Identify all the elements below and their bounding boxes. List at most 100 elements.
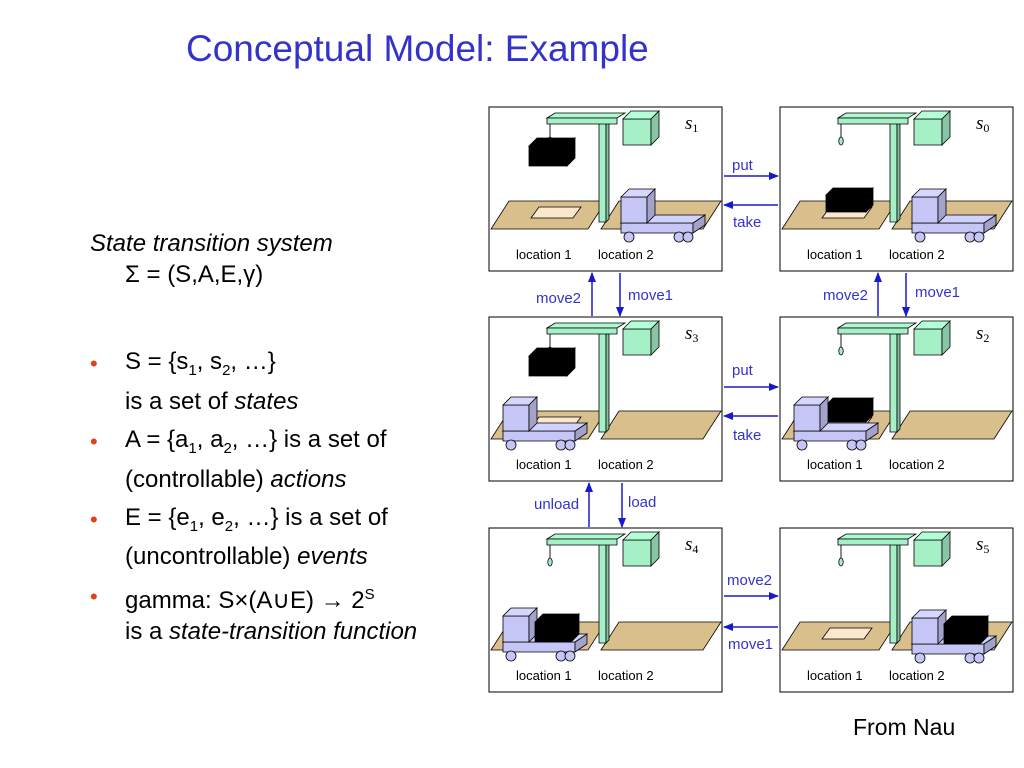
arrow-label: put: [732, 362, 754, 379]
wheel: [623, 231, 635, 243]
truck: [910, 609, 998, 664]
wheel: [555, 439, 567, 451]
truck-cab: [911, 188, 947, 224]
bullet-text: , …} is a set of: [233, 503, 388, 531]
box-side: [941, 531, 951, 567]
crane-jib: [546, 327, 618, 335]
crane-counterweight: [913, 320, 951, 356]
box-front: [793, 404, 821, 432]
crane-mast: [598, 543, 607, 644]
arrow-s4-s5-move2: move2: [724, 572, 779, 600]
truck-cab: [793, 396, 829, 432]
arrow-s2-s0-move2: move2: [823, 272, 882, 316]
crane: [836, 531, 951, 644]
crane-counterweight: [622, 320, 660, 356]
box-front: [913, 539, 943, 567]
system-definition: Σ = (S,A,E,γ): [125, 261, 264, 288]
box-front: [913, 118, 943, 146]
wheel: [564, 439, 576, 451]
arrow-label: move1: [915, 284, 960, 301]
container: [943, 615, 989, 645]
box-top: [825, 397, 874, 406]
arrow-s1-s3-move1: move1: [616, 273, 673, 317]
bullet-gamma: • gamma: S×(A∪E) → 2S is a state-transit…: [90, 579, 510, 647]
wheel: [855, 439, 867, 451]
location-2-label: location 2: [889, 247, 945, 262]
crane-hook: [547, 557, 553, 567]
arrow-label: take: [733, 427, 761, 444]
state-subscript: 5: [983, 542, 989, 556]
arrow-label: move2: [727, 572, 772, 589]
box-front: [825, 404, 867, 423]
box-side: [566, 137, 576, 167]
crane-counterweight: [622, 531, 660, 567]
pallet: [530, 206, 582, 219]
crane-mast-side: [605, 119, 610, 223]
slide-title: Conceptual Model: Example: [186, 28, 649, 69]
subscript: 1: [188, 439, 197, 457]
wheel: [564, 650, 576, 662]
arrow-label: take: [733, 214, 761, 231]
bullet-emphasis: state-transition function: [169, 618, 418, 646]
bullet-text: , e: [198, 503, 225, 531]
box-front: [528, 145, 568, 167]
arrow-s4-s3-unload: unload: [534, 482, 593, 527]
arrow-label: move1: [728, 636, 773, 653]
crane-jib-top: [545, 112, 627, 119]
crane: [545, 531, 660, 644]
bullet-text: A = {a: [125, 425, 189, 453]
location-1-label: location 1: [807, 457, 863, 472]
crane-jib-top: [545, 322, 627, 329]
ground-loc2: [600, 621, 722, 651]
crane-jib: [837, 327, 909, 335]
pallet: [821, 627, 873, 640]
superscript: S: [364, 586, 375, 604]
bullet-dot-icon: •: [90, 584, 98, 610]
container: [534, 613, 580, 643]
crane: [836, 110, 951, 223]
arrow-label: move2: [536, 290, 581, 307]
arrow-s3-s1-move2: move2: [536, 272, 596, 316]
subscript: 2: [223, 439, 232, 457]
wheel: [505, 439, 517, 451]
box-side: [865, 187, 874, 213]
state-subscript: 0: [983, 121, 989, 135]
location-2-label: location 2: [598, 668, 654, 683]
crane-mast-side: [896, 540, 901, 644]
bullet-text: (uncontrollable): [125, 543, 298, 571]
location-1-label: location 1: [807, 668, 863, 683]
location-2-label: location 2: [598, 457, 654, 472]
crane-mast: [598, 332, 607, 433]
bullet-text: gamma: S×(A∪E) → 2: [125, 587, 365, 615]
box-front: [622, 539, 652, 567]
bullet-list: • S = {s1, s2, …} is a set of states • A…: [90, 346, 510, 654]
box-front: [620, 196, 648, 224]
state-subscript: 4: [692, 542, 698, 556]
crane-jib: [546, 538, 618, 546]
bullet-text: is a: [125, 618, 170, 646]
crane-mast: [889, 543, 898, 644]
arrow-s3-s2-put: put: [724, 362, 779, 391]
crane-jib: [546, 117, 618, 125]
box-side: [941, 110, 951, 146]
arrow-s1-s0-put: put: [724, 157, 779, 180]
location-1-label: location 1: [516, 247, 572, 262]
box-side: [566, 347, 576, 377]
box-side: [650, 110, 660, 146]
location-1-label: location 1: [807, 247, 863, 262]
box-side: [937, 188, 947, 224]
arrow-s2-s3-take: take: [723, 412, 778, 444]
crane: [836, 320, 951, 433]
bullet-events: • E = {e1, e2, …} is a set of (uncontrol…: [90, 502, 510, 573]
crane-mast-side: [605, 329, 610, 433]
crane-mast: [598, 122, 607, 223]
arrow-label: move1: [628, 287, 673, 304]
bullet-text: (controllable): [125, 465, 271, 493]
truck: [910, 188, 998, 243]
truck-cab: [620, 188, 656, 224]
truck: [501, 396, 589, 451]
truck-bed: [502, 430, 576, 442]
